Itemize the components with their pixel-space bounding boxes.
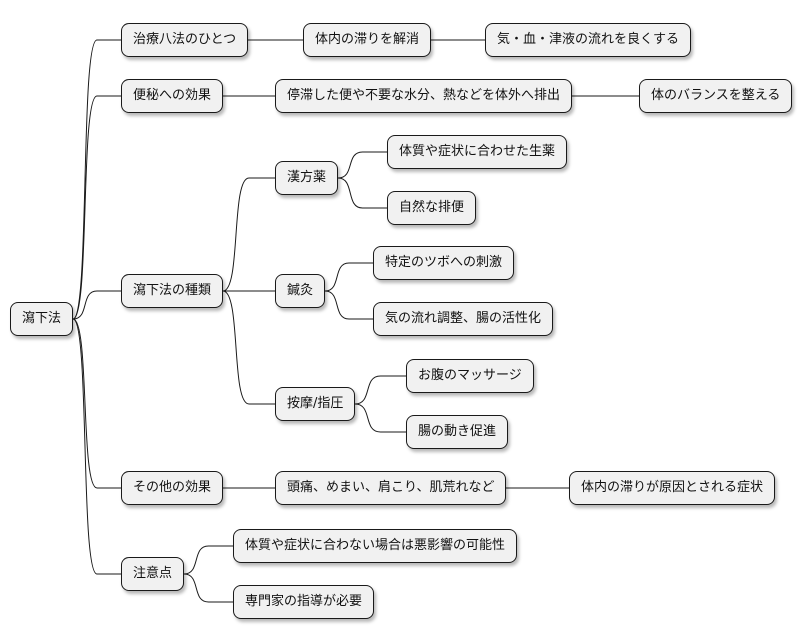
connector-n-root-to-n-b1 <box>72 95 121 320</box>
node-chuiten: 注意点 <box>121 557 185 591</box>
connector-n-b2-0-to-n-b2-0-1 <box>337 177 387 209</box>
node-shaho-shurui: 瀉下法の種類 <box>121 274 224 308</box>
connector-n-b2-to-n-b2-2 <box>222 290 275 405</box>
mindmap-root-node: 瀉下法 <box>10 302 74 336</box>
connector-n-root-to-n-b0 <box>72 39 121 320</box>
connector-n-b4-to-n-b4-1 <box>183 573 233 603</box>
node-onaka-massage: お腹のマッサージ <box>406 359 534 393</box>
connector-n-b2-0-to-n-b2-0-0 <box>337 151 387 179</box>
connector-n-root-to-n-b2 <box>72 290 121 320</box>
connector-n-b2-1-to-n-b2-1-0 <box>324 262 373 292</box>
connector-n-root-to-n-b3 <box>72 318 121 489</box>
node-balance: 体のバランスを整える <box>639 79 793 113</box>
node-shizen-haiben: 自然な排便 <box>387 191 477 225</box>
node-tainai-todokori-kaisho: 体内の滞りを解消 <box>303 23 432 57</box>
node-senmonka-shido: 専門家の指導が必要 <box>233 585 375 619</box>
node-tsubo-shigeki: 特定のツボへの刺激 <box>373 246 515 280</box>
node-todokori-gen-in: 体内の滞りが原因とされる症状 <box>569 471 776 505</box>
node-shinkyu: 鍼灸 <box>275 274 326 308</box>
connector-n-b2-1-to-n-b2-1-1 <box>324 290 373 320</box>
node-chiryo-happo: 治療八法のひとつ <box>121 23 249 57</box>
connector-n-b2-2-to-n-b2-2-0 <box>354 375 406 405</box>
connector-n-b2-2-to-n-b2-2-1 <box>354 403 406 433</box>
connector-n-b2-to-n-b2-0 <box>222 177 275 292</box>
node-sonota-koka: その他の効果 <box>121 471 224 505</box>
connector-n-b4-to-n-b4-0 <box>183 545 233 575</box>
node-akueikyo: 体質や症状に合わない場合は悪影響の可能性 <box>233 529 518 563</box>
node-zutsu-memai: 頭痛、めまい、肩こり、肌荒れなど <box>275 471 507 505</box>
node-cho-undo-sokushin: 腸の動き促進 <box>406 415 509 449</box>
node-amma-shiatsu: 按摩/指圧 <box>275 387 356 421</box>
node-benpi-koka: 便秘への効果 <box>121 79 224 113</box>
node-shoyaku: 体質や症状に合わせた生薬 <box>387 135 568 169</box>
node-haishutsu: 停滞した便や不要な水分、熱などを体外へ排出 <box>275 79 573 113</box>
node-kampoyaku: 漢方薬 <box>275 161 339 195</box>
node-ki-ketsu-shineki: 気・血・津液の流れを良くする <box>485 23 692 57</box>
connector-n-root-to-n-b4 <box>72 318 121 575</box>
node-ki-nagare-chosei: 気の流れ調整、腸の活性化 <box>373 302 554 336</box>
